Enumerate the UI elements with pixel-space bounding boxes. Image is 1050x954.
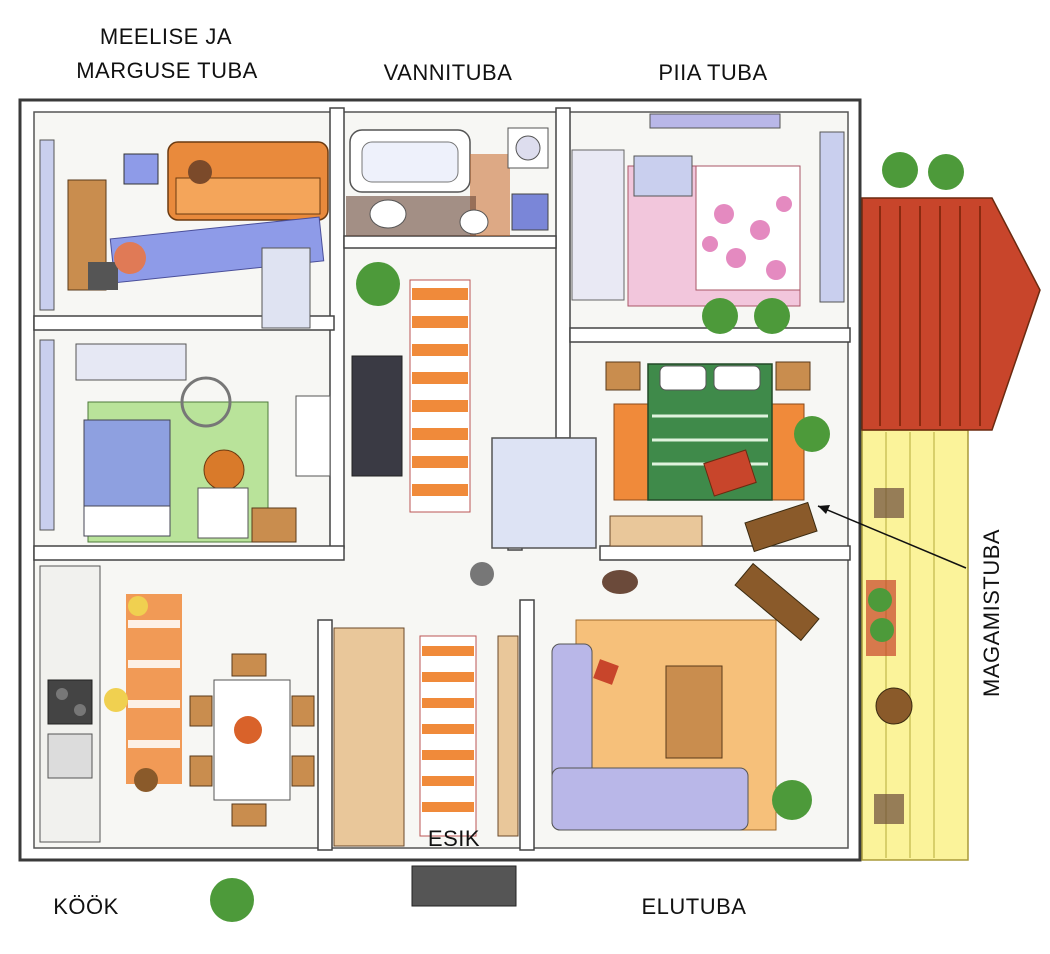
entrance-items	[333, 627, 519, 907]
piia-room-furniture	[571, 113, 845, 334]
label-meelise-marguse-line1: MEELISE JA	[99, 24, 233, 49]
label-vannituba: VANNITUBA	[383, 60, 513, 85]
kitchen-furniture	[39, 565, 315, 843]
label-elutuba: ELUTUBA	[641, 894, 747, 919]
play-room-furniture	[39, 339, 331, 543]
kids-room-furniture	[39, 139, 329, 329]
label-magamistuba: MAGAMISTUBA	[979, 528, 1004, 697]
bedroom-furniture	[605, 361, 830, 553]
label-esik: ESIK	[427, 826, 481, 851]
terrace	[861, 429, 969, 861]
bathroom-fixtures	[346, 127, 549, 236]
interior-walls	[33, 107, 851, 851]
magamistuba-pointer-arrow	[818, 505, 830, 514]
label-meelise-marguse-line2: MARGUSE TUBA	[76, 58, 258, 83]
hallway-items	[351, 262, 597, 586]
outside-shrub	[210, 878, 254, 922]
terrace-roof	[861, 152, 1041, 431]
living-room-furniture	[551, 562, 820, 831]
label-kook: KÖÖK	[53, 894, 119, 919]
magamistuba-pointer-line	[817, 505, 967, 569]
label-piia-tuba: PIIA TUBA	[658, 60, 768, 85]
